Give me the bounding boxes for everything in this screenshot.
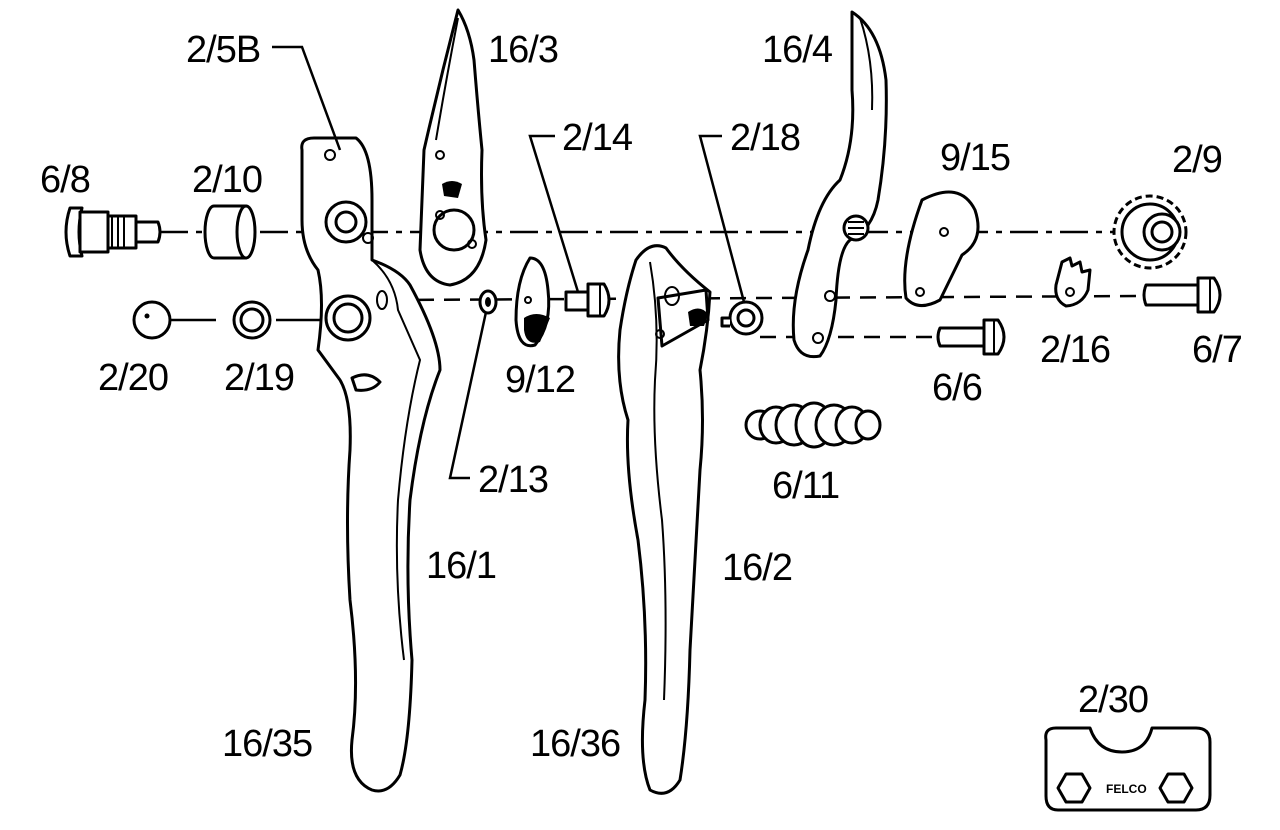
ring-2-19	[232, 300, 272, 340]
label-2-13: 2/13	[478, 459, 548, 501]
label-16-1: 16/1	[426, 545, 496, 587]
label-16-3: 16/3	[488, 29, 558, 71]
label-16-4: 16/4	[762, 29, 833, 71]
cam-2-16	[1054, 256, 1092, 308]
handle-16-2	[617, 244, 712, 795]
label-2-5B: 2/5B	[186, 29, 260, 71]
bushing-2-10	[203, 204, 257, 260]
leader-2-13	[448, 311, 488, 480]
plate-9-15	[903, 190, 980, 307]
leader-2-14	[528, 134, 580, 293]
label-2-16: 2/16	[1040, 329, 1110, 371]
wrench-logo: FELCO	[1106, 782, 1147, 796]
label-6-11: 6/11	[772, 465, 839, 507]
label-16-2: 16/2	[722, 547, 792, 589]
bolt-6-7	[1142, 276, 1222, 314]
washer-2-13	[478, 289, 498, 315]
wrench-2-30: FELCO	[1044, 726, 1212, 812]
label-16-36: 16/36	[530, 723, 620, 765]
nut-2-18	[720, 300, 764, 336]
label-2-10: 2/10	[192, 159, 262, 201]
cap-2-20	[132, 300, 172, 340]
anvil-blade-16-4	[791, 10, 888, 359]
spring-axis	[391, 294, 1141, 302]
bolt-6-6	[936, 318, 1006, 356]
label-2-20: 2/20	[98, 357, 168, 399]
label-16-35: 16/35	[222, 723, 312, 765]
label-2-19: 2/19	[224, 357, 294, 399]
spring-6-11	[744, 401, 882, 449]
label-9-12: 9/12	[505, 359, 575, 401]
label-2-18: 2/18	[730, 117, 800, 159]
label-6-6: 6/6	[932, 367, 982, 409]
label-2-14: 2/14	[562, 117, 633, 159]
label-6-7: 6/7	[1192, 329, 1242, 371]
blade-16-3	[418, 8, 488, 287]
label-2-30: 2/30	[1078, 679, 1148, 721]
bolt-6-8	[64, 206, 162, 258]
screw-2-14	[564, 282, 611, 318]
leader-2-5B	[272, 45, 342, 151]
plate-9-12	[514, 256, 551, 348]
leader-2-18	[698, 134, 746, 303]
label-6-8: 6/8	[40, 159, 90, 201]
label-9-15: 9/15	[940, 137, 1010, 179]
handle-16-1	[300, 136, 442, 793]
label-2-9: 2/9	[1172, 139, 1222, 181]
gear-nut-2-9	[1112, 194, 1188, 270]
